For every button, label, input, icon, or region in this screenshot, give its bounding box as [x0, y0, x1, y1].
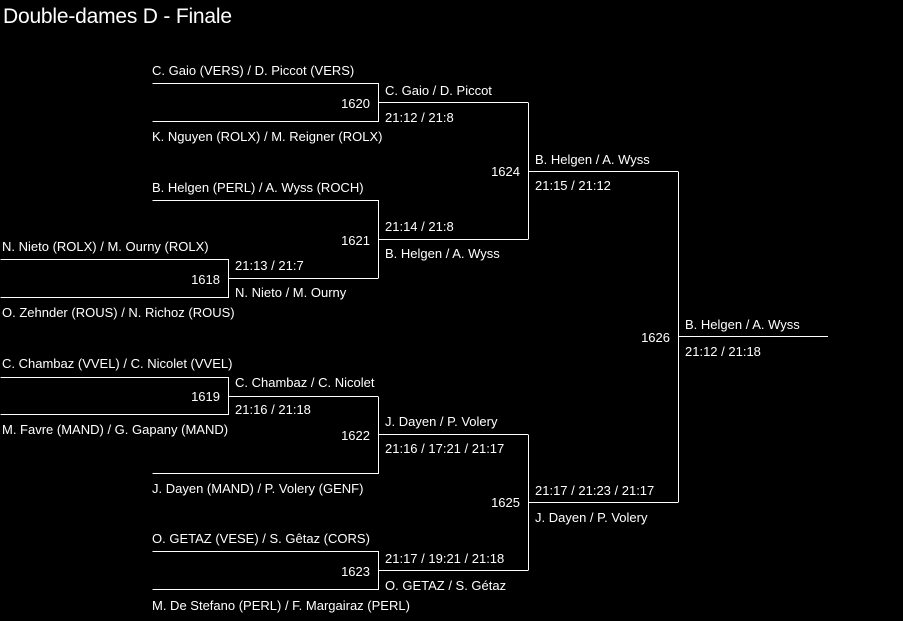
match-winner-1620: C. Gaio / D. Piccot — [385, 83, 492, 98]
match-score-1620: 21:12 / 21:8 — [385, 110, 454, 125]
bracket-line-1622 — [152, 396, 379, 474]
match-id-1623: 1623 — [341, 564, 370, 579]
entry-nieto-ourny: N. Nieto (ROLX) / M. Ourny (ROLX) — [2, 239, 209, 254]
entry-zehnder-richoz: O. Zehnder (ROUS) / N. Richoz (ROUS) — [2, 305, 235, 320]
match-score-1623: 21:17 / 19:21 / 21:18 — [385, 551, 505, 566]
match-id-1620: 1620 — [341, 96, 370, 111]
entry-getaz-getaz: O. GETAZ (VESE) / S. Gêtaz (CORS) — [152, 531, 370, 546]
match-score-1624: 21:15 / 21:12 — [535, 178, 611, 193]
match-winner-1626: B. Helgen / A. Wyss — [685, 317, 800, 332]
match-winner-1619: C. Chambaz / C. Nicolet — [235, 375, 375, 390]
match-winner-1621: B. Helgen / A. Wyss — [385, 246, 500, 261]
entry-helgen-wyss: B. Helgen (PERL) / A. Wyss (ROCH) — [152, 180, 364, 195]
match-winner-1624: B. Helgen / A. Wyss — [535, 152, 650, 167]
match-score-1619: 21:16 / 21:18 — [235, 402, 311, 417]
match-score-1625: 21:17 / 21:23 / 21:17 — [535, 483, 655, 498]
match-winner-1618: N. Nieto / M. Ourny — [235, 285, 347, 300]
match-score-1626: 21:12 / 21:18 — [685, 344, 761, 359]
match-id-1619: 1619 — [191, 389, 220, 404]
bracket-line-1621 — [152, 200, 379, 279]
match-id-1625: 1625 — [491, 495, 520, 510]
match-winner-1622: J. Dayen / P. Volery — [385, 414, 498, 429]
match-id-1618: 1618 — [191, 272, 220, 287]
entry-dayen-volery: J. Dayen (MAND) / P. Volery (GENF) — [152, 481, 364, 496]
match-id-1622: 1622 — [341, 428, 370, 443]
match-id-1621: 1621 — [341, 233, 370, 248]
match-id-1626: 1626 — [641, 330, 670, 345]
entry-gaio-piccot: C. Gaio (VERS) / D. Piccot (VERS) — [152, 63, 355, 78]
match-score-1618: 21:13 / 21:7 — [235, 258, 304, 273]
match-winner-1623: O. GETAZ / S. Gétaz — [385, 578, 507, 593]
match-winner-1625: J. Dayen / P. Volery — [535, 510, 648, 525]
page-title: Double-dames D - Finale — [3, 5, 232, 28]
match-id-1624: 1624 — [491, 164, 520, 179]
match-score-1621: 21:14 / 21:8 — [385, 219, 454, 234]
match-score-1622: 21:16 / 17:21 / 21:17 — [385, 441, 505, 456]
entry-destefano-margairaz: M. De Stefano (PERL) / F. Margairaz (PER… — [152, 598, 410, 613]
entry-nguyen-reigner: K. Nguyen (ROLX) / M. Reigner (ROLX) — [152, 129, 383, 144]
entry-favre-gapany: M. Favre (MAND) / G. Gapany (MAND) — [2, 422, 229, 437]
entry-chambaz-nicolet: C. Chambaz (VVEL) / C. Nicolet (VVEL) — [2, 356, 233, 371]
